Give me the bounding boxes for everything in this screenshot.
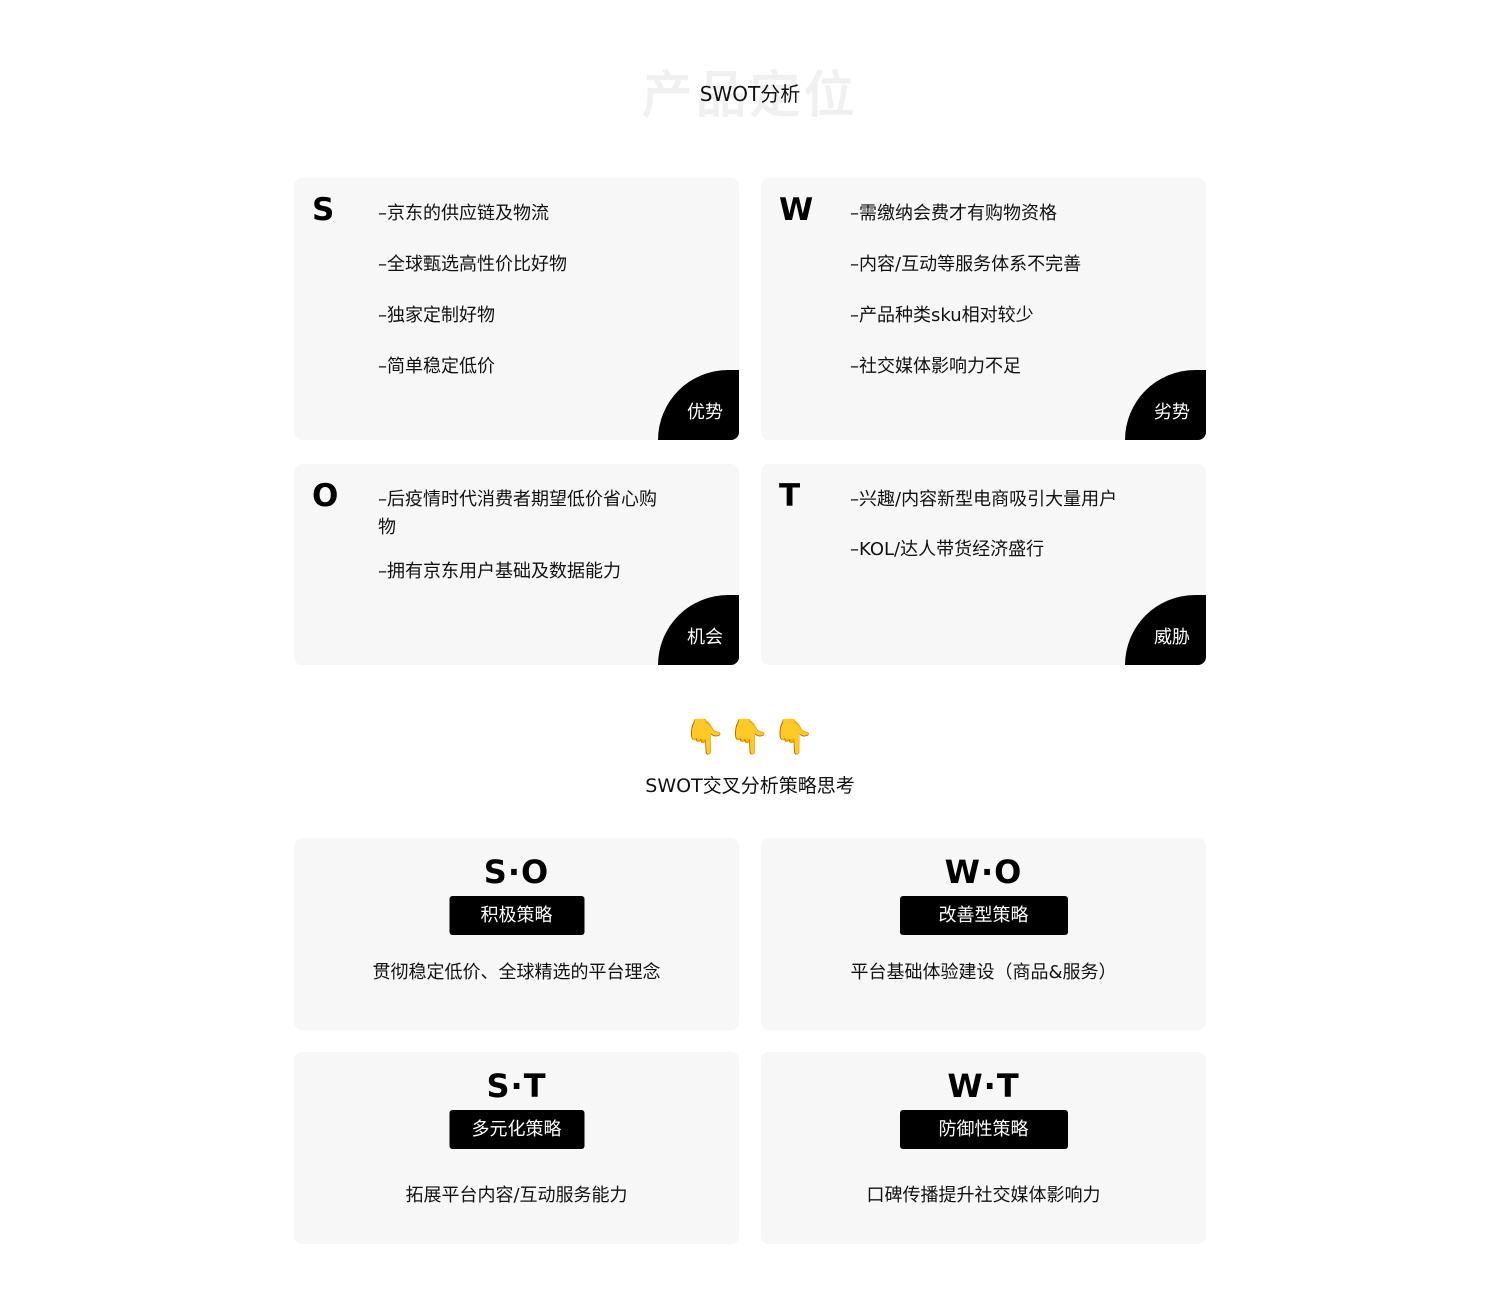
watermark-heading: 产品定位	[642, 66, 858, 124]
corner-badge-label: 劣势	[1154, 402, 1190, 423]
swot-letter: S	[312, 192, 335, 228]
swot-item-list: –京东的供应链及物流 –全球甄选高性价比好物 –独家定制好物 –简单稳定低价	[378, 200, 668, 404]
strategy-combo: W·O	[944, 853, 1023, 891]
corner-badge-label: 机会	[687, 627, 723, 648]
strategy-label: 多元化策略	[449, 1110, 584, 1149]
page-title: SWOT分析	[699, 82, 801, 106]
corner-badge-label: 优势	[687, 402, 723, 423]
swot-item-list: –兴趣/内容新型电商吸引大量用户 –KOL/达人带货经济盛行	[850, 486, 1170, 586]
swot-letter: O	[312, 478, 339, 514]
strategy-description: 口碑传播提升社交媒体影响力	[866, 1185, 1101, 1206]
swot-item: –社交媒体影响力不足	[850, 356, 1021, 377]
strategy-card-wo: W·O 改善型策略 平台基础体验建设（商品&服务）	[761, 838, 1206, 1030]
strategy-card-wt: W·T 防御性策略 口碑传播提升社交媒体影响力	[761, 1052, 1206, 1244]
swot-item: –内容/互动等服务体系不完善	[850, 254, 1082, 275]
swot-item: –产品种类sku相对较少	[850, 305, 1034, 326]
cross-analysis-title: SWOT交叉分析策略思考	[645, 775, 855, 797]
corner-badge-label: 威胁	[1154, 627, 1190, 648]
swot-card-threats: T –兴趣/内容新型电商吸引大量用户 –KOL/达人带货经济盛行 威胁	[761, 464, 1206, 665]
strategy-combo: S·O	[483, 853, 550, 891]
swot-card-strengths: S –京东的供应链及物流 –全球甄选高性价比好物 –独家定制好物 –简单稳定低价…	[294, 178, 739, 440]
swot-item: –拥有京东用户基础及数据能力	[378, 561, 621, 582]
strategy-card-st: S·T 多元化策略 拓展平台内容/互动服务能力	[294, 1052, 739, 1244]
strategy-label: 改善型策略	[899, 896, 1068, 935]
swot-item-list: –需缴纳会费才有购物资格 –内容/互动等服务体系不完善 –产品种类sku相对较少…	[850, 200, 1170, 404]
swot-card-weaknesses: W –需缴纳会费才有购物资格 –内容/互动等服务体系不完善 –产品种类sku相对…	[761, 178, 1206, 440]
swot-item: –全球甄选高性价比好物	[378, 254, 567, 275]
swot-item: –KOL/达人带货经济盛行	[850, 539, 1045, 560]
swot-card-opportunities: O –后疫情时代消费者期望低价省心购物 –拥有京东用户基础及数据能力 机会	[294, 464, 739, 665]
strategy-label: 积极策略	[449, 896, 584, 935]
strategy-description: 贯彻稳定低价、全球精选的平台理念	[372, 962, 661, 983]
strategy-combo: W·T	[947, 1067, 1020, 1105]
swot-letter: T	[779, 478, 801, 514]
swot-item: –后疫情时代消费者期望低价省心购物	[378, 489, 657, 538]
swot-item: –京东的供应链及物流	[378, 203, 549, 224]
strategy-combo: S·T	[486, 1067, 547, 1105]
swot-item: –独家定制好物	[378, 305, 495, 326]
pointing-down-icon: 👇👇👇	[683, 717, 817, 757]
swot-item: –简单稳定低价	[378, 356, 495, 377]
strategy-label: 防御性策略	[899, 1110, 1068, 1149]
swot-letter: W	[779, 192, 814, 228]
swot-item: –兴趣/内容新型电商吸引大量用户	[850, 489, 1118, 510]
swot-item: –需缴纳会费才有购物资格	[850, 203, 1057, 224]
swot-item-list: –后疫情时代消费者期望低价省心购物 –拥有京东用户基础及数据能力	[378, 486, 668, 602]
strategy-description: 拓展平台内容/互动服务能力	[405, 1185, 628, 1206]
strategy-description: 平台基础体验建设（商品&服务）	[850, 962, 1117, 983]
strategy-card-so: S·O 积极策略 贯彻稳定低价、全球精选的平台理念	[294, 838, 739, 1030]
